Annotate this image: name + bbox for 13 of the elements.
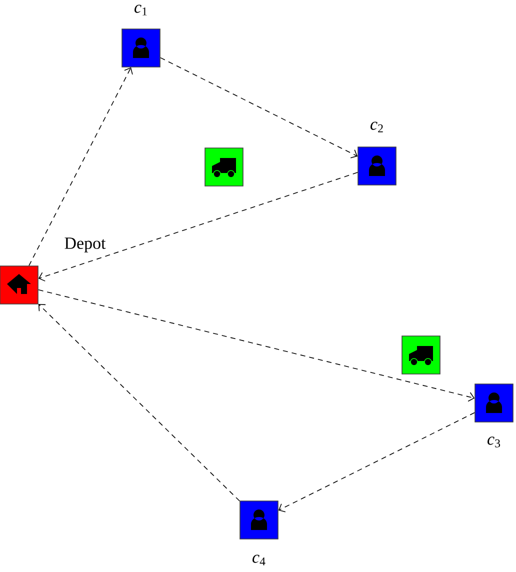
node-label: c$_{2}$	[370, 122, 383, 132]
node-label: c$_{3}$	[488, 436, 500, 448]
node-label: Depot	[64, 238, 106, 252]
arrow	[38, 172, 358, 282]
arrow	[160, 57, 358, 158]
box-with-icon	[402, 336, 440, 374]
arrow	[278, 412, 475, 512]
node-label: c$_{1}$	[134, 4, 147, 16]
arrow	[28, 67, 133, 266]
arrow	[38, 304, 240, 502]
arrow	[38, 289, 475, 402]
box-with-icon	[204, 148, 244, 186]
node-label: c$_{4}$	[252, 554, 266, 566]
